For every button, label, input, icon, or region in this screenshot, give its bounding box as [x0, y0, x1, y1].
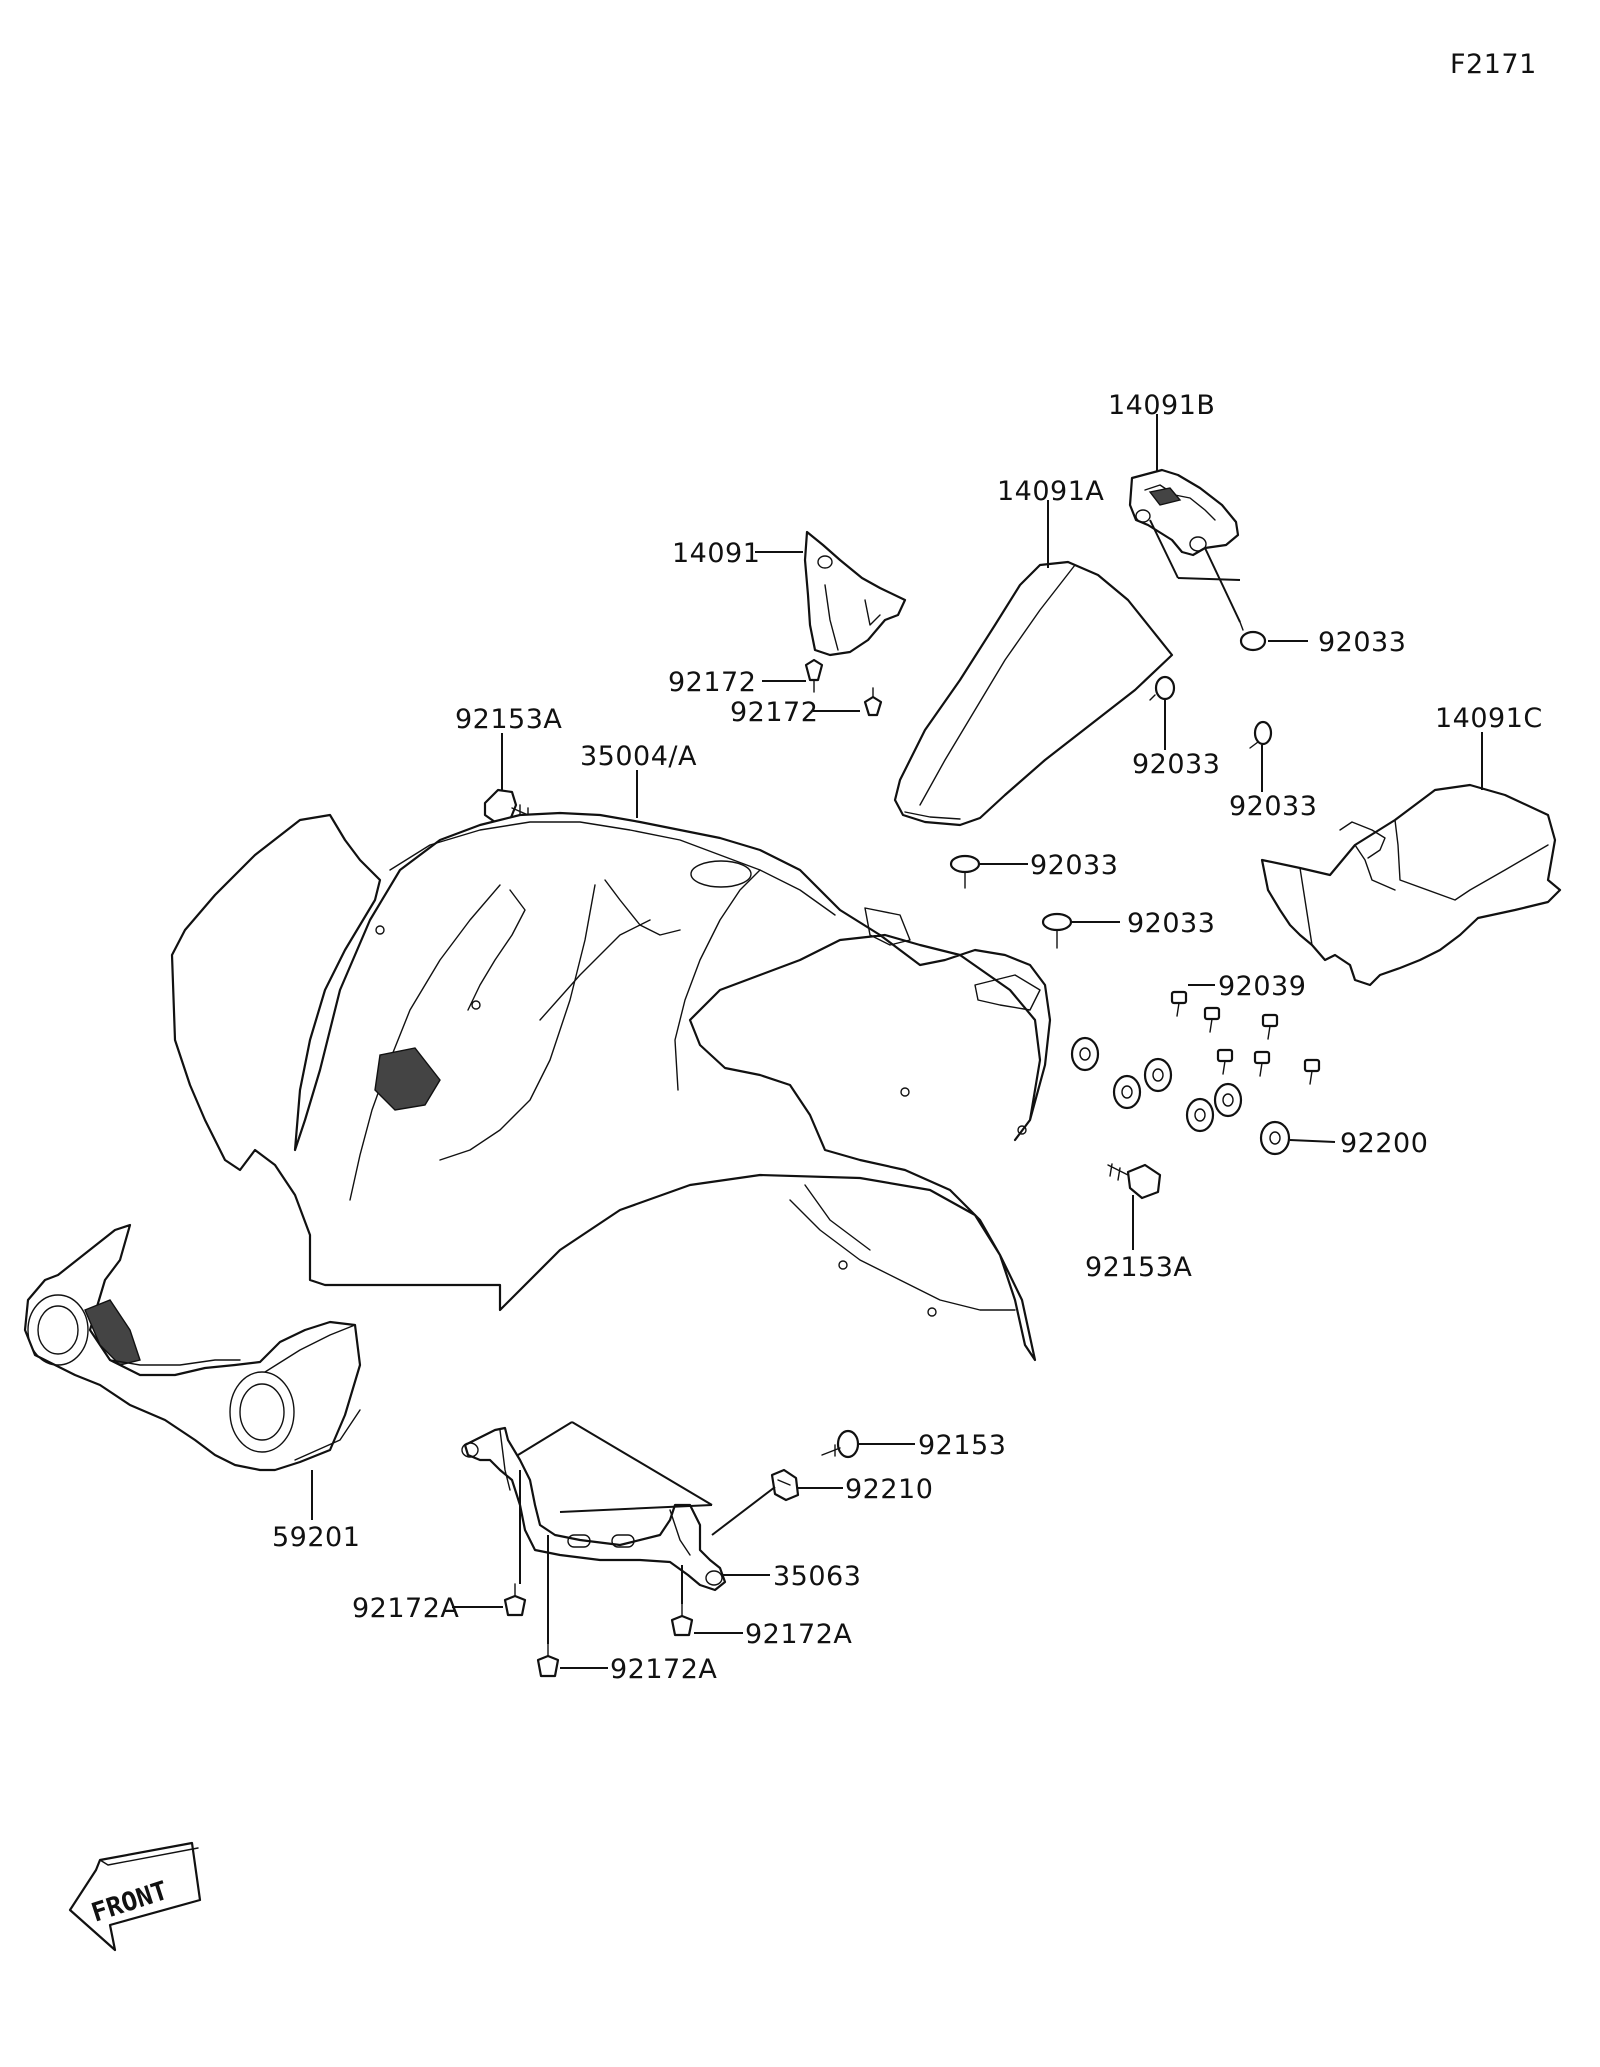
screw-92172-lower[interactable]: [863, 687, 883, 717]
part-labels: 14091B 14091A 14091 92033 92172 92172 92…: [272, 390, 1543, 1685]
label-92153a-lower: 92153A: [1085, 1252, 1192, 1283]
label-92033-lower-left: 92033: [1127, 908, 1215, 939]
label-92153a-upper: 92153A: [455, 704, 562, 735]
label-92172-upper: 92172: [668, 667, 756, 698]
label-92172a-left: 92172A: [352, 1593, 459, 1624]
bolt-92172a-center[interactable]: [536, 1643, 560, 1678]
diagram-code: F2171: [1450, 49, 1537, 80]
label-14091c: 14091C: [1435, 703, 1543, 734]
part-35004a-front-fender[interactable]: [170, 811, 1052, 1362]
label-92033-upper-right: 92033: [1318, 627, 1406, 658]
clip-92033-center[interactable]: [1149, 675, 1176, 701]
part-14091c-cover[interactable]: [1260, 783, 1562, 987]
label-59201: 59201: [272, 1522, 360, 1553]
label-92210: 92210: [845, 1474, 933, 1505]
label-14091: 14091: [672, 538, 760, 569]
part-35063-bracket[interactable]: [461, 1426, 727, 1592]
part-59201-headlight-assembly[interactable]: [23, 1223, 362, 1472]
part-14091a-cover[interactable]: [893, 560, 1174, 827]
front-arrow-icon: FRONT: [68, 1841, 202, 1952]
label-35004a: 35004/A: [580, 741, 697, 772]
bolt-92172a-right[interactable]: [670, 1603, 694, 1637]
clip-92033-mid[interactable]: [1249, 720, 1273, 749]
leader-lines: [311, 414, 1483, 1669]
bolt-92039-group[interactable]: [1170, 990, 1321, 1085]
clip-92033-lower-left[interactable]: [1041, 912, 1073, 949]
label-92172-lower: 92172: [730, 697, 818, 728]
part-14091-small-cover[interactable]: [803, 530, 907, 657]
label-35063: 35063: [773, 1561, 861, 1592]
clip-92033-right[interactable]: [1239, 621, 1267, 652]
screw-92172-upper[interactable]: [804, 658, 824, 693]
bolt-92172a-left[interactable]: [503, 1583, 527, 1617]
label-92033-upper-left: 92033: [1030, 850, 1118, 881]
screw-92153a-lower[interactable]: [1107, 1163, 1162, 1200]
clipnut-92210[interactable]: [770, 1468, 800, 1502]
label-92033-right: 92033: [1229, 791, 1317, 822]
label-92200: 92200: [1340, 1128, 1428, 1159]
label-14091a: 14091A: [997, 476, 1104, 507]
label-92033-center: 92033: [1132, 749, 1220, 780]
label-14091b: 14091B: [1108, 390, 1215, 421]
label-92039: 92039: [1218, 971, 1306, 1002]
part-14091b-bracket[interactable]: [1128, 468, 1240, 557]
label-92172a-center: 92172A: [610, 1654, 717, 1685]
label-92172a-right: 92172A: [745, 1619, 852, 1650]
washer-92200-group[interactable]: [1070, 1036, 1291, 1156]
label-92153: 92153: [918, 1430, 1006, 1461]
screw-92153[interactable]: [821, 1429, 860, 1459]
clip-92033-upper-left[interactable]: [949, 854, 981, 889]
